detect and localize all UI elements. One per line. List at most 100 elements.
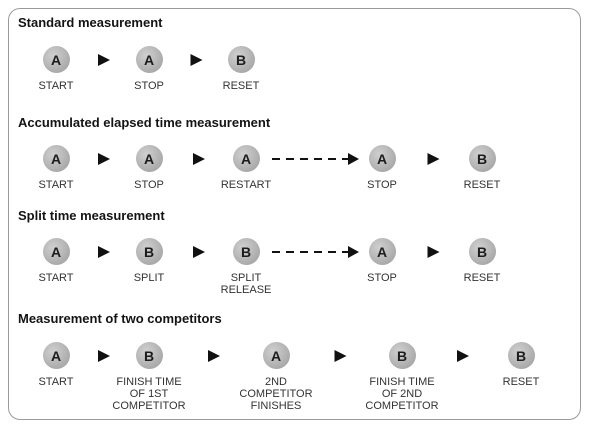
arrow-right-icon xyxy=(97,53,110,66)
flow-step: B RESET xyxy=(186,46,296,92)
step-label-line: RESET xyxy=(463,179,501,191)
button-b-icon: B xyxy=(135,238,163,265)
button-letter: A xyxy=(270,347,282,364)
arrow-right-icon xyxy=(97,152,110,165)
button-letter: B xyxy=(396,347,408,364)
step-label: RESET xyxy=(427,272,537,284)
flow-step: A STOP xyxy=(327,238,437,284)
step-label-line: RESET xyxy=(222,80,260,92)
step-label-line: OF 1ST xyxy=(129,388,169,400)
button-a-icon: A xyxy=(42,342,70,369)
step-label-line: RELEASE xyxy=(220,284,272,296)
section-title: Accumulated elapsed time measurement xyxy=(18,115,271,130)
arrow-right-icon xyxy=(456,349,469,362)
button-letter: B xyxy=(515,347,527,364)
flow-step: B RESET xyxy=(427,238,537,284)
step-label: RESET xyxy=(186,80,296,92)
button-letter: A xyxy=(240,150,252,167)
step-label: STOP xyxy=(94,80,204,92)
step-label-line: COMPETITOR xyxy=(365,400,439,412)
step-label-line: START xyxy=(38,179,74,191)
arrow-right-icon xyxy=(192,245,205,258)
button-a-icon: A xyxy=(368,238,396,265)
arrow-right-icon xyxy=(427,245,439,258)
flow-step: A START xyxy=(1,46,111,92)
step-label-line: FINISH TIME xyxy=(369,376,435,388)
step-label-line: FINISHES xyxy=(250,400,302,412)
step-label-line: STOP xyxy=(134,179,164,191)
arrow-right-icon xyxy=(190,53,202,66)
button-letter: A xyxy=(143,150,155,167)
arrow-right-icon xyxy=(207,349,220,362)
button-a-icon: A xyxy=(262,342,290,369)
section-title: Split time measurement xyxy=(18,208,165,223)
button-letter: A xyxy=(50,243,62,260)
button-letter: A xyxy=(143,51,155,68)
flow-step: A RESTART xyxy=(191,145,301,191)
instruction-panel xyxy=(8,8,581,420)
flow-step: A STOP xyxy=(327,145,437,191)
step-label-line: START xyxy=(38,80,74,92)
flow-step: B SPLIT xyxy=(94,238,204,284)
step-label-line: SPLIT xyxy=(133,272,165,284)
button-letter: B xyxy=(240,243,252,260)
step-label: START xyxy=(1,376,111,388)
step-label-line: 2ND xyxy=(264,376,287,388)
button-a-icon: A xyxy=(368,145,396,172)
flow-step: B RESET xyxy=(466,342,576,388)
step-label-line: RESET xyxy=(463,272,501,284)
arrow-right-icon xyxy=(427,152,439,165)
button-a-icon: A xyxy=(232,145,260,172)
button-a-icon: A xyxy=(42,145,70,172)
button-letter: A xyxy=(50,347,62,364)
step-label-line: STOP xyxy=(367,179,397,191)
step-label: RESET xyxy=(427,179,537,191)
step-label: RESTART xyxy=(191,179,301,191)
button-b-icon: B xyxy=(468,145,496,172)
step-label-line: OF 2ND xyxy=(381,388,423,400)
button-b-icon: B xyxy=(135,342,163,369)
button-a-icon: A xyxy=(42,46,70,73)
section-title: Standard measurement xyxy=(18,15,163,30)
dashed-arrow-icon xyxy=(271,245,359,258)
step-label-line: START xyxy=(38,272,74,284)
button-a-icon: A xyxy=(42,238,70,265)
step-label-line: RESET xyxy=(502,376,540,388)
arrow-right-icon xyxy=(334,349,346,362)
button-b-icon: B xyxy=(227,46,255,73)
step-label-line: RESTART xyxy=(220,179,272,191)
step-label: START xyxy=(1,272,111,284)
button-a-icon: A xyxy=(135,145,163,172)
button-letter: A xyxy=(50,51,62,68)
button-b-icon: B xyxy=(232,238,260,265)
arrow-right-icon xyxy=(97,349,110,362)
flow-step: A START xyxy=(1,342,111,388)
step-label: STOP xyxy=(327,179,437,191)
arrow-right-icon xyxy=(97,245,110,258)
step-label: STOP xyxy=(327,272,437,284)
step-label: SPLIT xyxy=(94,272,204,284)
arrow-right-icon xyxy=(192,152,205,165)
button-letter: B xyxy=(143,347,155,364)
button-letter: A xyxy=(376,150,388,167)
flow-step: A START xyxy=(1,238,111,284)
step-label-line: START xyxy=(38,376,74,388)
step-label-line: STOP xyxy=(367,272,397,284)
dashed-arrow-icon xyxy=(271,152,359,165)
step-label-line: COMPETITOR xyxy=(239,388,313,400)
step-label-line: STOP xyxy=(134,80,164,92)
flow-step: B RESET xyxy=(427,145,537,191)
button-letter: B xyxy=(143,243,155,260)
flow-step: A START xyxy=(1,145,111,191)
button-letter: B xyxy=(476,150,488,167)
button-b-icon: B xyxy=(468,238,496,265)
button-letter: B xyxy=(235,51,247,68)
step-label-line: SPLIT xyxy=(230,272,262,284)
button-letter: B xyxy=(476,243,488,260)
button-letter: A xyxy=(376,243,388,260)
